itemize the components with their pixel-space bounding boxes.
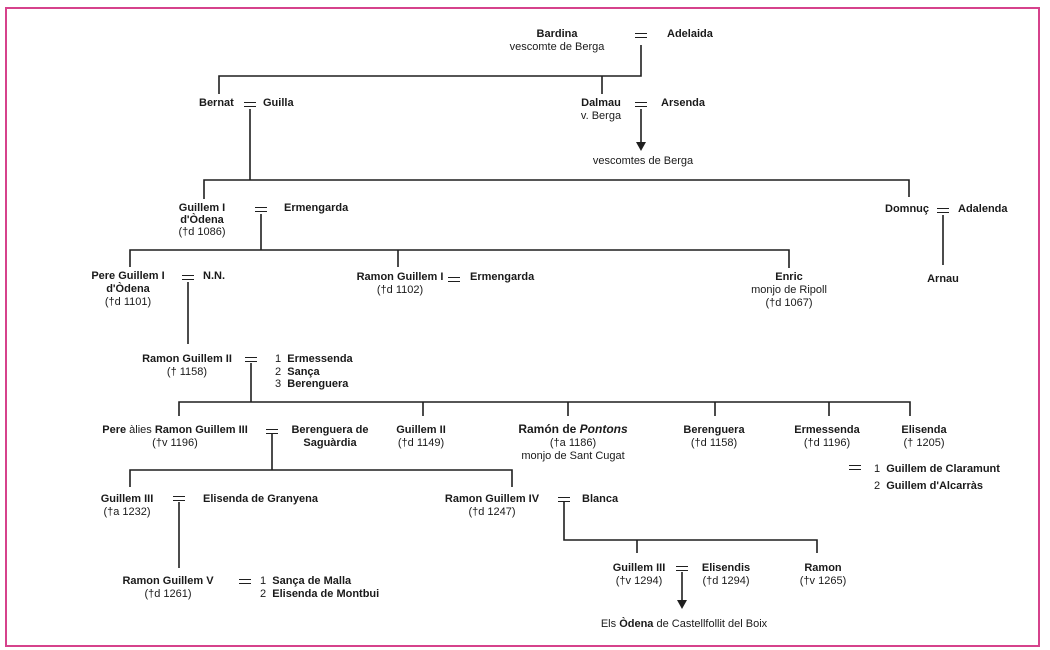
marriage-symbol	[937, 208, 949, 213]
marriage-symbol	[266, 429, 278, 434]
person-ermessenda-dates: (†d 1196)	[803, 437, 851, 449]
person-ramon-guillem-v-dates: (†d 1261)	[144, 588, 192, 600]
person-elisenda: Elisenda	[901, 424, 947, 436]
person-pere-guillem-i: Pere Guillem I	[91, 270, 165, 282]
person-ramon-guillem-iv-dates: (†d 1247)	[468, 506, 516, 518]
person-berenguera-de-saguardia-2: Saguàrdia	[303, 437, 357, 449]
person-berenguera-de-saguardia: Berenguera de	[291, 424, 369, 436]
marriage-symbol	[245, 357, 257, 362]
person-ramon-de-pontons-title: monjo de Sant Cugat	[521, 450, 625, 462]
spouse-item: 3 Berenguera	[275, 378, 349, 390]
connector-rg3-children	[129, 469, 513, 487]
person-ermessenda: Ermessenda	[794, 424, 860, 436]
marriage-symbol	[255, 207, 267, 212]
person-ramon-guillem-i: Ramon Guillem I	[356, 271, 444, 283]
spouse-list-rg2: 1 Ermessenda 2 Sança 3 Berenguera	[275, 353, 353, 391]
person-bardina: Bardina	[536, 28, 578, 40]
person-elisendis-dates: (†d 1294)	[702, 575, 750, 587]
spouse-item: 2 Guillem d'Alcarràs	[874, 480, 984, 492]
person-bernat: Bernat	[199, 97, 234, 109]
marriage-symbol	[676, 566, 688, 571]
person-guillem-ii: Guillem II	[396, 424, 446, 436]
person-arnau: Arnau	[927, 273, 959, 285]
person-ramon-guillem-ii: Ramon Guillem II	[142, 353, 232, 365]
marriage-symbol	[558, 497, 570, 502]
spouse-list-elisenda: 1 Guillem de Claramunt 2 Guillem d'Alcar…	[874, 461, 1000, 495]
person-adalenda: Adalenda	[958, 203, 1008, 215]
marriage-symbol	[635, 102, 647, 107]
person-enric-title: monjo de Ripoll	[751, 284, 827, 296]
arrow-vescomtes-icon	[636, 142, 646, 151]
person-ramon-de-pontons: Ramón de Pontons	[518, 422, 628, 436]
diagram-border	[5, 7, 1040, 647]
person-arsenda: Arsenda	[661, 97, 706, 109]
person-blanca: Blanca	[582, 493, 619, 505]
connector-rg4-children	[563, 502, 818, 553]
person-guillem-ii-dates: (†d 1149)	[397, 437, 445, 449]
lineage-vescomtes-de-berga: vescomtes de Berga	[592, 155, 694, 167]
person-guillem-iii-b: Guillem III	[612, 562, 666, 574]
person-pere-alies-ramon-guillem-iii: Pere àlies Ramon Guillem III	[102, 424, 248, 436]
marriage-symbol	[849, 465, 861, 470]
person-ramon-guillem-v: Ramon Guillem V	[122, 575, 214, 587]
person-berenguera-dates: (†d 1158)	[690, 437, 738, 449]
person-ermengarda: Ermengarda	[284, 202, 349, 214]
person-guillem-iii: Guillem III	[100, 493, 154, 505]
person-elisendis: Elisendis	[701, 562, 751, 574]
person-ramon-guillem-i-dates: (†d 1102)	[376, 284, 424, 296]
marriage-symbol	[173, 496, 185, 501]
person-ermengarda-2: Ermengarda	[470, 271, 535, 283]
person-elisenda-de-granyena: Elisenda de Granyena	[203, 493, 318, 505]
person-guillem-i-house: d'Òdena	[180, 214, 224, 226]
person-domnuc: Domnuç	[885, 203, 929, 215]
person-guillem-iii-b-dates: (†v 1294)	[615, 575, 663, 587]
person-dalmau-title: v. Berga	[580, 110, 622, 122]
person-enric-dates: (†d 1067)	[765, 297, 813, 309]
connector-bernat-children	[203, 179, 910, 199]
person-adelaida: Adelaida	[667, 28, 713, 40]
marriage-symbol	[182, 275, 194, 280]
person-guillem-i-dates: (†d 1086)	[178, 226, 226, 238]
lineage-odena-castellfollit: Els Òdena de Castellfollit del Boix	[600, 618, 768, 630]
person-guilla: Guilla	[263, 97, 294, 109]
spouse-item: 2 Elisenda de Montbui	[260, 587, 380, 600]
person-ramon: Ramon	[804, 562, 842, 574]
person-berenguera: Berenguera	[683, 424, 745, 436]
marriage-symbol	[239, 579, 251, 584]
person-enric: Enric	[775, 271, 803, 283]
person-ramon-guillem-ii-dates: († 1158)	[166, 366, 208, 378]
person-elisenda-dates: († 1205)	[903, 437, 945, 449]
marriage-symbol	[635, 33, 647, 38]
spouse-list-rg5: 1 Sança de Malla 2 Elisenda de Montbui	[260, 575, 379, 600]
spouse-item: 1 Guillem de Claramunt	[874, 463, 1000, 475]
spouse-item: 1 Sança de Malla	[260, 575, 352, 587]
person-dalmau: Dalmau	[581, 97, 621, 109]
arrow-odena-icon	[677, 600, 687, 609]
person-nn: N.N.	[203, 270, 225, 282]
connector-guillem1-children	[129, 249, 790, 268]
person-pere-guillem-i-house: d'Òdena	[106, 283, 150, 295]
person-ramon-dates: (†v 1265)	[799, 575, 847, 587]
spouse-item: 1 Ermessenda	[275, 353, 353, 365]
marriage-symbol	[448, 277, 460, 282]
person-guillem-i: Guillem I	[178, 202, 226, 214]
person-guillem-iii-dates: (†a 1232)	[103, 506, 151, 518]
person-pere-alies-dates: (†v 1196)	[152, 437, 198, 449]
connector-rg2-children	[178, 401, 911, 416]
marriage-symbol	[244, 102, 256, 107]
person-pere-guillem-i-dates: (†d 1101)	[104, 296, 152, 308]
spouse-item: 2 Sança	[275, 365, 320, 378]
person-ramon-de-pontons-dates: (†a 1186)	[549, 437, 597, 449]
person-ramon-guillem-iv: Ramon Guillem IV	[444, 493, 540, 505]
person-bardina-title: vescomte de Berga	[509, 41, 605, 53]
connector-bardina-children	[218, 45, 642, 94]
